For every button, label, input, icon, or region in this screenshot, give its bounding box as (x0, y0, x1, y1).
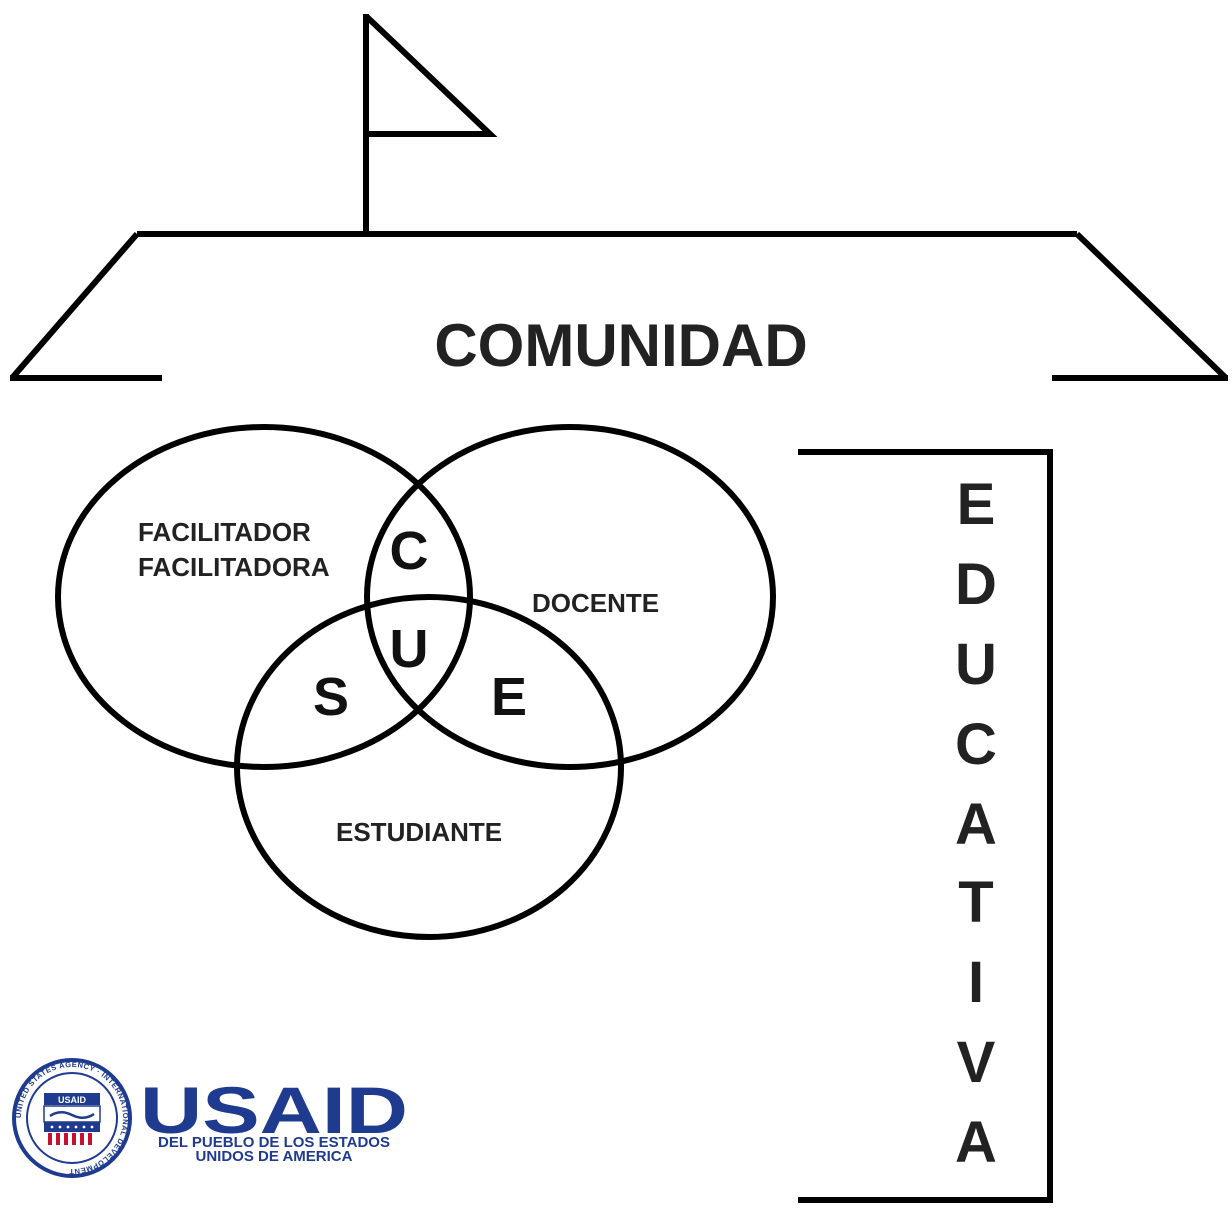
seal-badge: USAID (58, 1095, 87, 1105)
usaid-tagline-line2: UNIDOS DE AMERICA (196, 1148, 353, 1165)
circle-labels: FACILITADOR FACILITADORA DOCENTE ESTUDIA… (138, 517, 659, 847)
vertical-letter: I (968, 950, 984, 1015)
teacher-circle (364, 424, 776, 770)
roof (9, 231, 1229, 381)
usaid-seal: UNITED STATES AGENCY · INTERNATIONAL DEV… (12, 1058, 132, 1178)
usaid-wordmark: USAID (140, 1073, 408, 1147)
vertical-word: E D U C A T I V A (955, 472, 997, 1175)
facilitator-label-line2: FACILITADORA (138, 552, 330, 582)
facilitator-circle (55, 424, 473, 770)
flag-pennant (363, 13, 498, 137)
letter-c: C (390, 521, 429, 581)
vertical-letter: V (957, 1030, 996, 1095)
vertical-letter: T (958, 870, 993, 935)
student-label: ESTUDIANTE (336, 817, 502, 847)
usaid-tagline-line1: DEL PUEBLO DE LOS ESTADOS (158, 1134, 390, 1151)
wall-bracket (798, 449, 1053, 1203)
flag (363, 13, 498, 232)
venn-diagram (55, 424, 776, 940)
letter-e: E (491, 667, 527, 727)
roof-left-slope (9, 232, 140, 380)
letter-u: U (390, 619, 429, 679)
vertical-letter: E (957, 472, 996, 537)
vertical-letter: C (955, 712, 997, 777)
facilitator-label-line1: FACILITADOR (138, 517, 311, 547)
teacher-label: DOCENTE (532, 588, 659, 618)
vertical-letter: U (955, 632, 997, 697)
usaid-logo: UNITED STATES AGENCY · INTERNATIONAL DEV… (12, 1058, 408, 1178)
roof-label: COMUNIDAD (434, 312, 807, 379)
roof-right-slope (1074, 231, 1229, 381)
vertical-letter: D (955, 552, 997, 617)
student-circle (234, 594, 624, 940)
intersection-letters: C U S E (313, 521, 527, 727)
vertical-letter: A (955, 1110, 997, 1175)
letter-s: S (313, 667, 349, 727)
vertical-letter: A (955, 792, 997, 857)
